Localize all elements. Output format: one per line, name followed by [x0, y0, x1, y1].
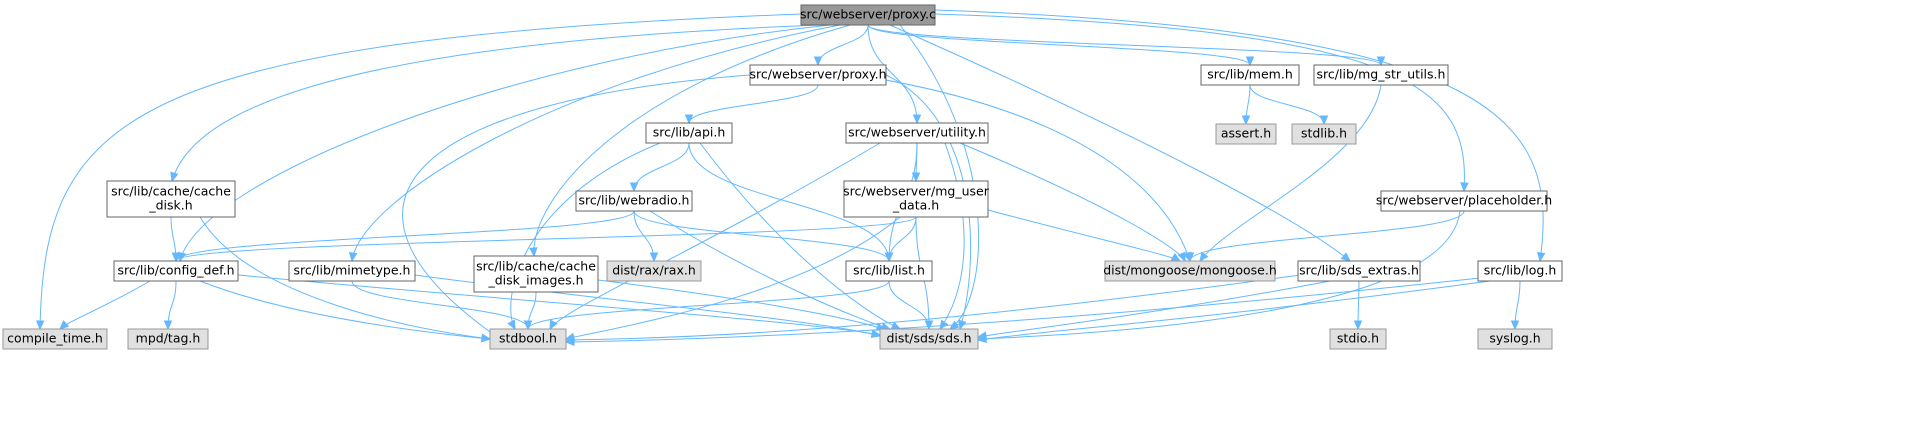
node-mimetype-h[interactable]: src/lib/mimetype.h	[288, 260, 416, 282]
edge-config_def_h-to-stdbool_h	[199, 280, 492, 343]
node-proxy-h[interactable]: src/webserver/proxy.h	[749, 64, 887, 86]
node-label: dist/mongoose/mongoose.h	[1103, 263, 1277, 278]
edge-proxy_h-to-mongoose_h	[885, 79, 1192, 263]
node-mg-str-utils-h[interactable]: src/lib/mg_str_utils.h	[1313, 64, 1449, 86]
node-tag-h: mpd/tag.h	[127, 328, 209, 350]
edge-proxy_c-to-mimetype_h	[348, 24, 841, 263]
edge-config_def_h-to-compile_time_h	[59, 280, 151, 330]
edge-api_h-to-stdbool_h	[507, 142, 661, 331]
edge-mg_user_data_h-to-mongoose_h	[987, 209, 1182, 262]
node-label: src/webserver/mg_user	[843, 184, 990, 199]
edge-list_h-to-sds_h	[888, 280, 934, 331]
node-label: stdlib.h	[1301, 126, 1347, 141]
node-cache-disk-images-h[interactable]: src/lib/cache/cache_disk_images.h	[473, 255, 599, 293]
node-stdlib-h: stdlib.h	[1291, 123, 1357, 145]
node-label: src/webserver/proxy.h	[749, 67, 886, 82]
edge-config_def_h-to-tag_h	[163, 280, 177, 331]
edge-mg_str_utils_h-to-mongoose_h	[1199, 84, 1382, 263]
edge-mg_user_data_h-to-list_h	[884, 216, 917, 263]
edge-list_h-to-stdbool_h	[523, 280, 890, 331]
edge-proxy_c-to-sds_extras_h	[889, 24, 1351, 262]
node-list-h[interactable]: src/lib/list.h	[845, 260, 933, 282]
node-api-h[interactable]: src/lib/api.h	[645, 122, 733, 144]
node-label: src/lib/config_def.h	[117, 263, 234, 278]
node-webradio-h[interactable]: src/lib/webradio.h	[575, 190, 693, 212]
node-label: assert.h	[1221, 126, 1271, 141]
node-label: dist/rax/rax.h	[612, 263, 696, 278]
node-label: src/lib/mimetype.h	[294, 263, 411, 278]
node-label: src/lib/list.h	[853, 263, 925, 278]
edge-proxy_c-to-mg_str_utils_h	[867, 24, 1386, 67]
edge-utility_h-to-stdbool_h	[549, 142, 881, 331]
node-label: _disk.h	[148, 198, 192, 213]
node-label: src/webserver/proxy.c	[800, 7, 936, 22]
node-mem-h[interactable]: src/lib/mem.h	[1200, 64, 1300, 86]
node-label: mpd/tag.h	[136, 331, 201, 346]
node-label: stdio.h	[1337, 331, 1379, 346]
node-label: src/lib/sds_extras.h	[1299, 263, 1419, 278]
node-stdbool-h: stdbool.h	[489, 328, 567, 350]
node-rax-h: dist/rax/rax.h	[606, 260, 702, 282]
edge-proxy_h-to-api_h	[684, 84, 819, 125]
edge-sds_extras_h-to-stdio_h	[1353, 280, 1363, 331]
node-label: src/lib/mg_str_utils.h	[1317, 67, 1446, 82]
node-label: stdbool.h	[499, 331, 557, 346]
node-label: compile_time.h	[7, 331, 103, 346]
node-label: dist/sds/sds.h	[886, 331, 971, 346]
edge-placeholder_h-to-mongoose_h	[1185, 210, 1465, 263]
node-label: src/lib/mem.h	[1207, 67, 1293, 82]
edge-proxy_c-to-proxy_h	[813, 24, 869, 67]
node-placeholder-h[interactable]: src/webserver/placeholder.h	[1376, 190, 1552, 212]
node-label: src/lib/log.h	[1484, 263, 1557, 278]
node-label: syslog.h	[1489, 331, 1540, 346]
node-compile-time-h: compile_time.h	[2, 328, 108, 350]
edge-proxy_c-to-mem_h	[867, 24, 1255, 67]
node-label: src/webserver/placeholder.h	[1376, 193, 1552, 208]
node-label: src/lib/cache/cache	[476, 259, 596, 274]
node-sds-extras-h[interactable]: src/lib/sds_extras.h	[1297, 260, 1421, 282]
node-syslog-h: syslog.h	[1477, 328, 1553, 350]
edge-utility_h-to-mongoose_h	[959, 142, 1186, 263]
node-label: _data.h	[892, 198, 939, 213]
edge-proxy_c-to-sds_h	[899, 24, 980, 330]
node-mg-user-data-h[interactable]: src/webserver/mg_user_data.h	[843, 180, 990, 218]
node-label: src/lib/api.h	[653, 125, 726, 140]
node-stdio-h: stdio.h	[1329, 328, 1387, 350]
node-sds-h: dist/sds/sds.h	[879, 328, 979, 350]
node-config-def-h[interactable]: src/lib/config_def.h	[113, 260, 239, 282]
edge-proxy_c-to-cache_disk_h	[170, 24, 821, 183]
edge-log_h-to-syslog_h	[1510, 280, 1521, 331]
node-label: src/lib/webradio.h	[579, 193, 690, 208]
nodes-layer: src/webserver/proxy.c src/webserver/proxy…	[2, 4, 1563, 350]
edge-api_h-to-webradio_h	[629, 142, 690, 193]
edge-log_h-to-sds_h	[976, 280, 1491, 344]
edge-proxy_c-to-compile_time_h	[35, 13, 802, 331]
edges-layer	[35, 9, 1546, 347]
edge-webradio_h-to-config_def_h	[171, 210, 635, 263]
node-label: src/lib/cache/cache	[111, 184, 231, 199]
edge-api_h-to-sds_h	[699, 142, 902, 330]
edge-mem_h-to-assert_h	[1241, 84, 1251, 126]
node-mongoose-h: dist/mongoose/mongoose.h	[1103, 260, 1277, 282]
node-label: src/webserver/utility.h	[848, 125, 986, 140]
edge-mem_h-to-stdlib_h	[1249, 84, 1329, 126]
node-cache-disk-h[interactable]: src/lib/cache/cache_disk.h	[106, 180, 236, 218]
node-label: _disk_images.h	[487, 273, 583, 288]
edge-proxy_c-to-utility_h	[867, 24, 922, 125]
node-utility-h[interactable]: src/webserver/utility.h	[845, 122, 989, 144]
node-proxy-c[interactable]: src/webserver/proxy.c	[800, 4, 936, 26]
node-assert-h: assert.h	[1215, 123, 1277, 145]
edge-proxy_c-to-cache_disk_images_h	[529, 24, 851, 258]
edge-mg_user_data_h-to-config_def_h	[171, 216, 917, 263]
node-log-h[interactable]: src/lib/log.h	[1477, 260, 1563, 282]
